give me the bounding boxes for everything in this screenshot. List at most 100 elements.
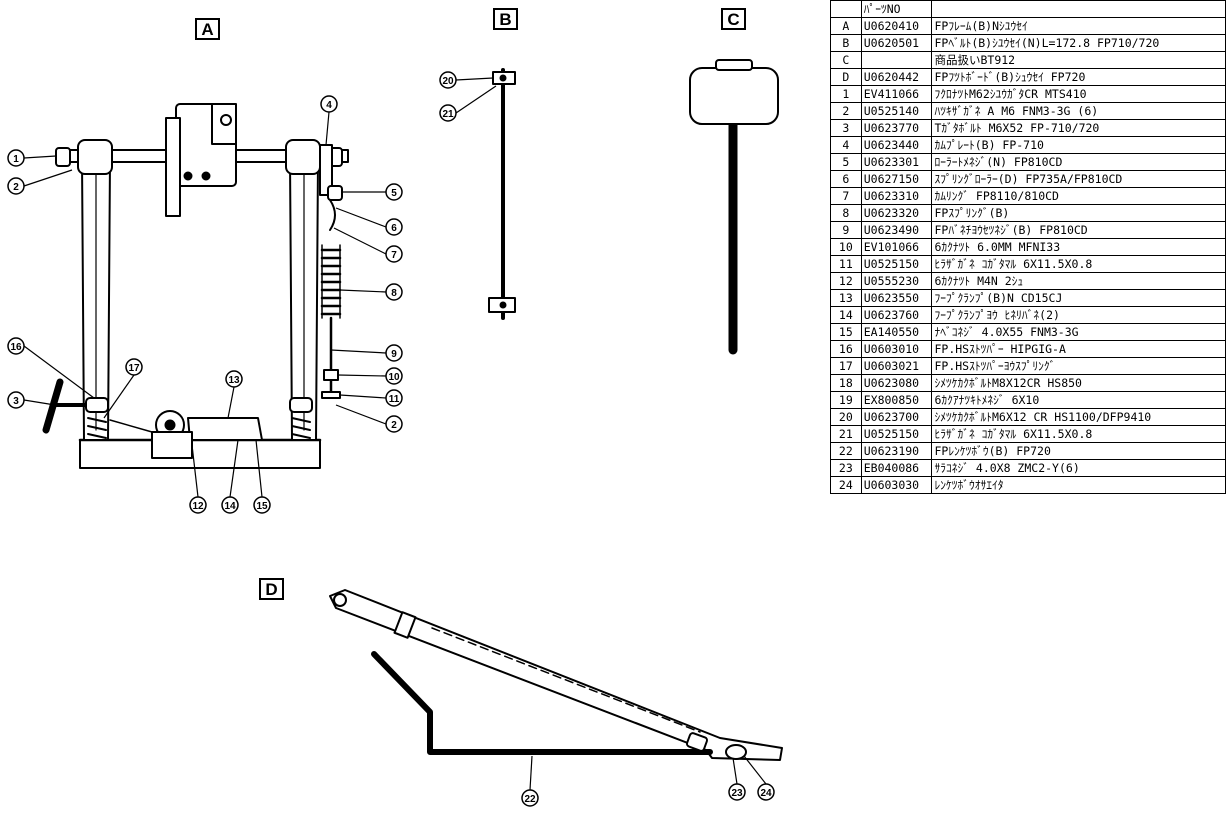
callout-b-21: 21 <box>439 104 457 122</box>
callout-a-6: 6 <box>385 218 403 236</box>
callout-a-10: 10 <box>385 367 403 385</box>
part-desc-cell: ﾌｰﾌﾟｸﾗﾝﾌﾟﾖｳ ﾋﾈﾘﾊﾞﾈ(2) <box>931 306 1226 324</box>
header-cell-part-no: ﾊﾟｰﾂNO <box>860 0 933 18</box>
part-number-cell: U0623301 <box>860 153 933 171</box>
part-key-cell: 3 <box>830 119 862 137</box>
header-cell-key <box>830 0 862 18</box>
part-key-cell: 22 <box>830 442 862 460</box>
svg-text:23: 23 <box>731 788 743 799</box>
part-number-cell: U0623440 <box>860 136 933 154</box>
part-key-cell: 18 <box>830 374 862 392</box>
part-number-cell: U0623310 <box>860 187 933 205</box>
part-number-cell: U0603021 <box>860 357 933 375</box>
part-key-cell: C <box>830 51 862 69</box>
callout-a-5: 5 <box>385 183 403 201</box>
svg-text:16: 16 <box>10 342 22 353</box>
beater-head-cap <box>715 59 753 71</box>
view-label-c: C <box>721 8 746 30</box>
part-desc-cell: ﾛｰﾗｰﾄﾒﾈｼﾞ(N) FP810CD <box>931 153 1226 171</box>
tension-spring <box>320 248 342 316</box>
view-label-b: B <box>493 8 518 30</box>
callout-a-12: 12 <box>189 496 207 514</box>
part-number-cell: U0623770 <box>860 119 933 137</box>
svg-text:4: 4 <box>326 100 332 111</box>
part-number-cell: U0620442 <box>860 68 933 86</box>
part-key-cell: 6 <box>830 170 862 188</box>
beater-head <box>689 67 779 125</box>
part-desc-cell: ﾅﾍﾞｺﾈｼﾞ 4.0X55 FNM3-3G <box>931 323 1226 341</box>
axle-nut-left <box>55 147 71 167</box>
part-key-cell: 5 <box>830 153 862 171</box>
callouts-view-a: 1 2 3 4 5 6 7 8 9 10 11 2 12 13 14 15 16… <box>7 95 403 514</box>
part-desc-cell: ﾊﾂｷｻﾞｶﾞﾈ A M6 FNM3-3G (6) <box>931 102 1226 120</box>
callout-a-2b: 2 <box>385 415 403 433</box>
part-key-cell: 15 <box>830 323 862 341</box>
part-number-cell: U0623550 <box>860 289 933 307</box>
part-key-cell: 2 <box>830 102 862 120</box>
callout-a-8: 8 <box>385 283 403 301</box>
t-bolt-handle <box>42 378 64 434</box>
view-label-b-text: B <box>499 10 511 29</box>
beater-holder-plate <box>165 117 181 217</box>
part-desc-cell: FPﾌﾂﾄﾎﾞｰﾄﾞ(B)ｼｭｳｾｲ FP720 <box>931 68 1226 86</box>
callout-a-1: 1 <box>7 149 25 167</box>
part-key-cell: 4 <box>830 136 862 154</box>
svg-text:2: 2 <box>13 182 19 193</box>
svg-text:11: 11 <box>389 394 400 405</box>
svg-text:24: 24 <box>760 788 772 799</box>
callout-a-16: 16 <box>7 337 25 355</box>
svg-text:10: 10 <box>388 372 400 383</box>
part-key-cell: 8 <box>830 204 862 222</box>
part-number-cell: U0620410 <box>860 17 933 35</box>
part-desc-cell: ﾌｰﾌﾟｸﾗﾝﾌﾟ(B)N CD15CJ <box>931 289 1226 307</box>
callout-a-3: 3 <box>7 391 25 409</box>
frame-assembly-drawing <box>42 103 349 469</box>
beater-drawing <box>689 59 779 355</box>
part-desc-cell: ｻﾗｺﾈｼﾞ 4.0X8 ZMC2-Y(6) <box>931 459 1226 477</box>
callout-d-22: 22 <box>521 789 539 807</box>
svg-text:17: 17 <box>128 363 140 374</box>
bearing-block-left <box>77 139 113 175</box>
footboard-pivot <box>333 593 347 607</box>
svg-text:21: 21 <box>442 109 454 120</box>
svg-text:3: 3 <box>13 396 19 407</box>
view-label-c-text: C <box>727 10 739 29</box>
part-number-cell: U0623490 <box>860 221 933 239</box>
part-key-cell: 20 <box>830 408 862 426</box>
part-desc-cell: FP.HSｽﾄﾂﾊﾟｰ HIPGIG-A <box>931 340 1226 358</box>
callout-a-13: 13 <box>225 370 243 388</box>
rod-holder <box>725 744 747 760</box>
part-number-cell: U0603010 <box>860 340 933 358</box>
part-desc-cell: Tｶﾞﾀﾎﾞﾙﾄ M6X52 FP-710/720 <box>931 119 1226 137</box>
part-number-cell: EV411066 <box>860 85 933 103</box>
part-desc-cell: FPﾚﾝｹﾂﾎﾞｳ(B) FP720 <box>931 442 1226 460</box>
stopper-left <box>85 397 109 413</box>
stopper-spring-right <box>291 417 311 439</box>
part-desc-cell: ｶﾑﾌﾟﾚｰﾄ(B) FP-710 <box>931 136 1226 154</box>
callout-b-20: 20 <box>439 71 457 89</box>
part-desc-cell: ﾌｸﾛﾅﾂﾄM62ｼﾕｳｶﾞﾀCR MTS410 <box>931 85 1226 103</box>
svg-text:13: 13 <box>228 375 240 386</box>
svg-text:1: 1 <box>13 154 19 165</box>
part-key-cell: 21 <box>830 425 862 443</box>
view-label-a: A <box>195 18 220 40</box>
callout-a-15: 15 <box>253 496 271 514</box>
holder-screw-2 <box>201 171 211 181</box>
part-desc-cell: ﾚﾝｹﾂﾎﾞｳｵｻｴｲﾀ <box>931 476 1226 494</box>
part-number-cell <box>860 51 933 69</box>
part-desc-cell: ﾋﾗｻﾞｶﾞﾈ ｺｶﾞﾀﾏﾙ 6X11.5X0.8 <box>931 255 1226 273</box>
part-desc-cell: FPﾌﾚｰﾑ(B)Nｼﾕｳｾｲ <box>931 17 1226 35</box>
